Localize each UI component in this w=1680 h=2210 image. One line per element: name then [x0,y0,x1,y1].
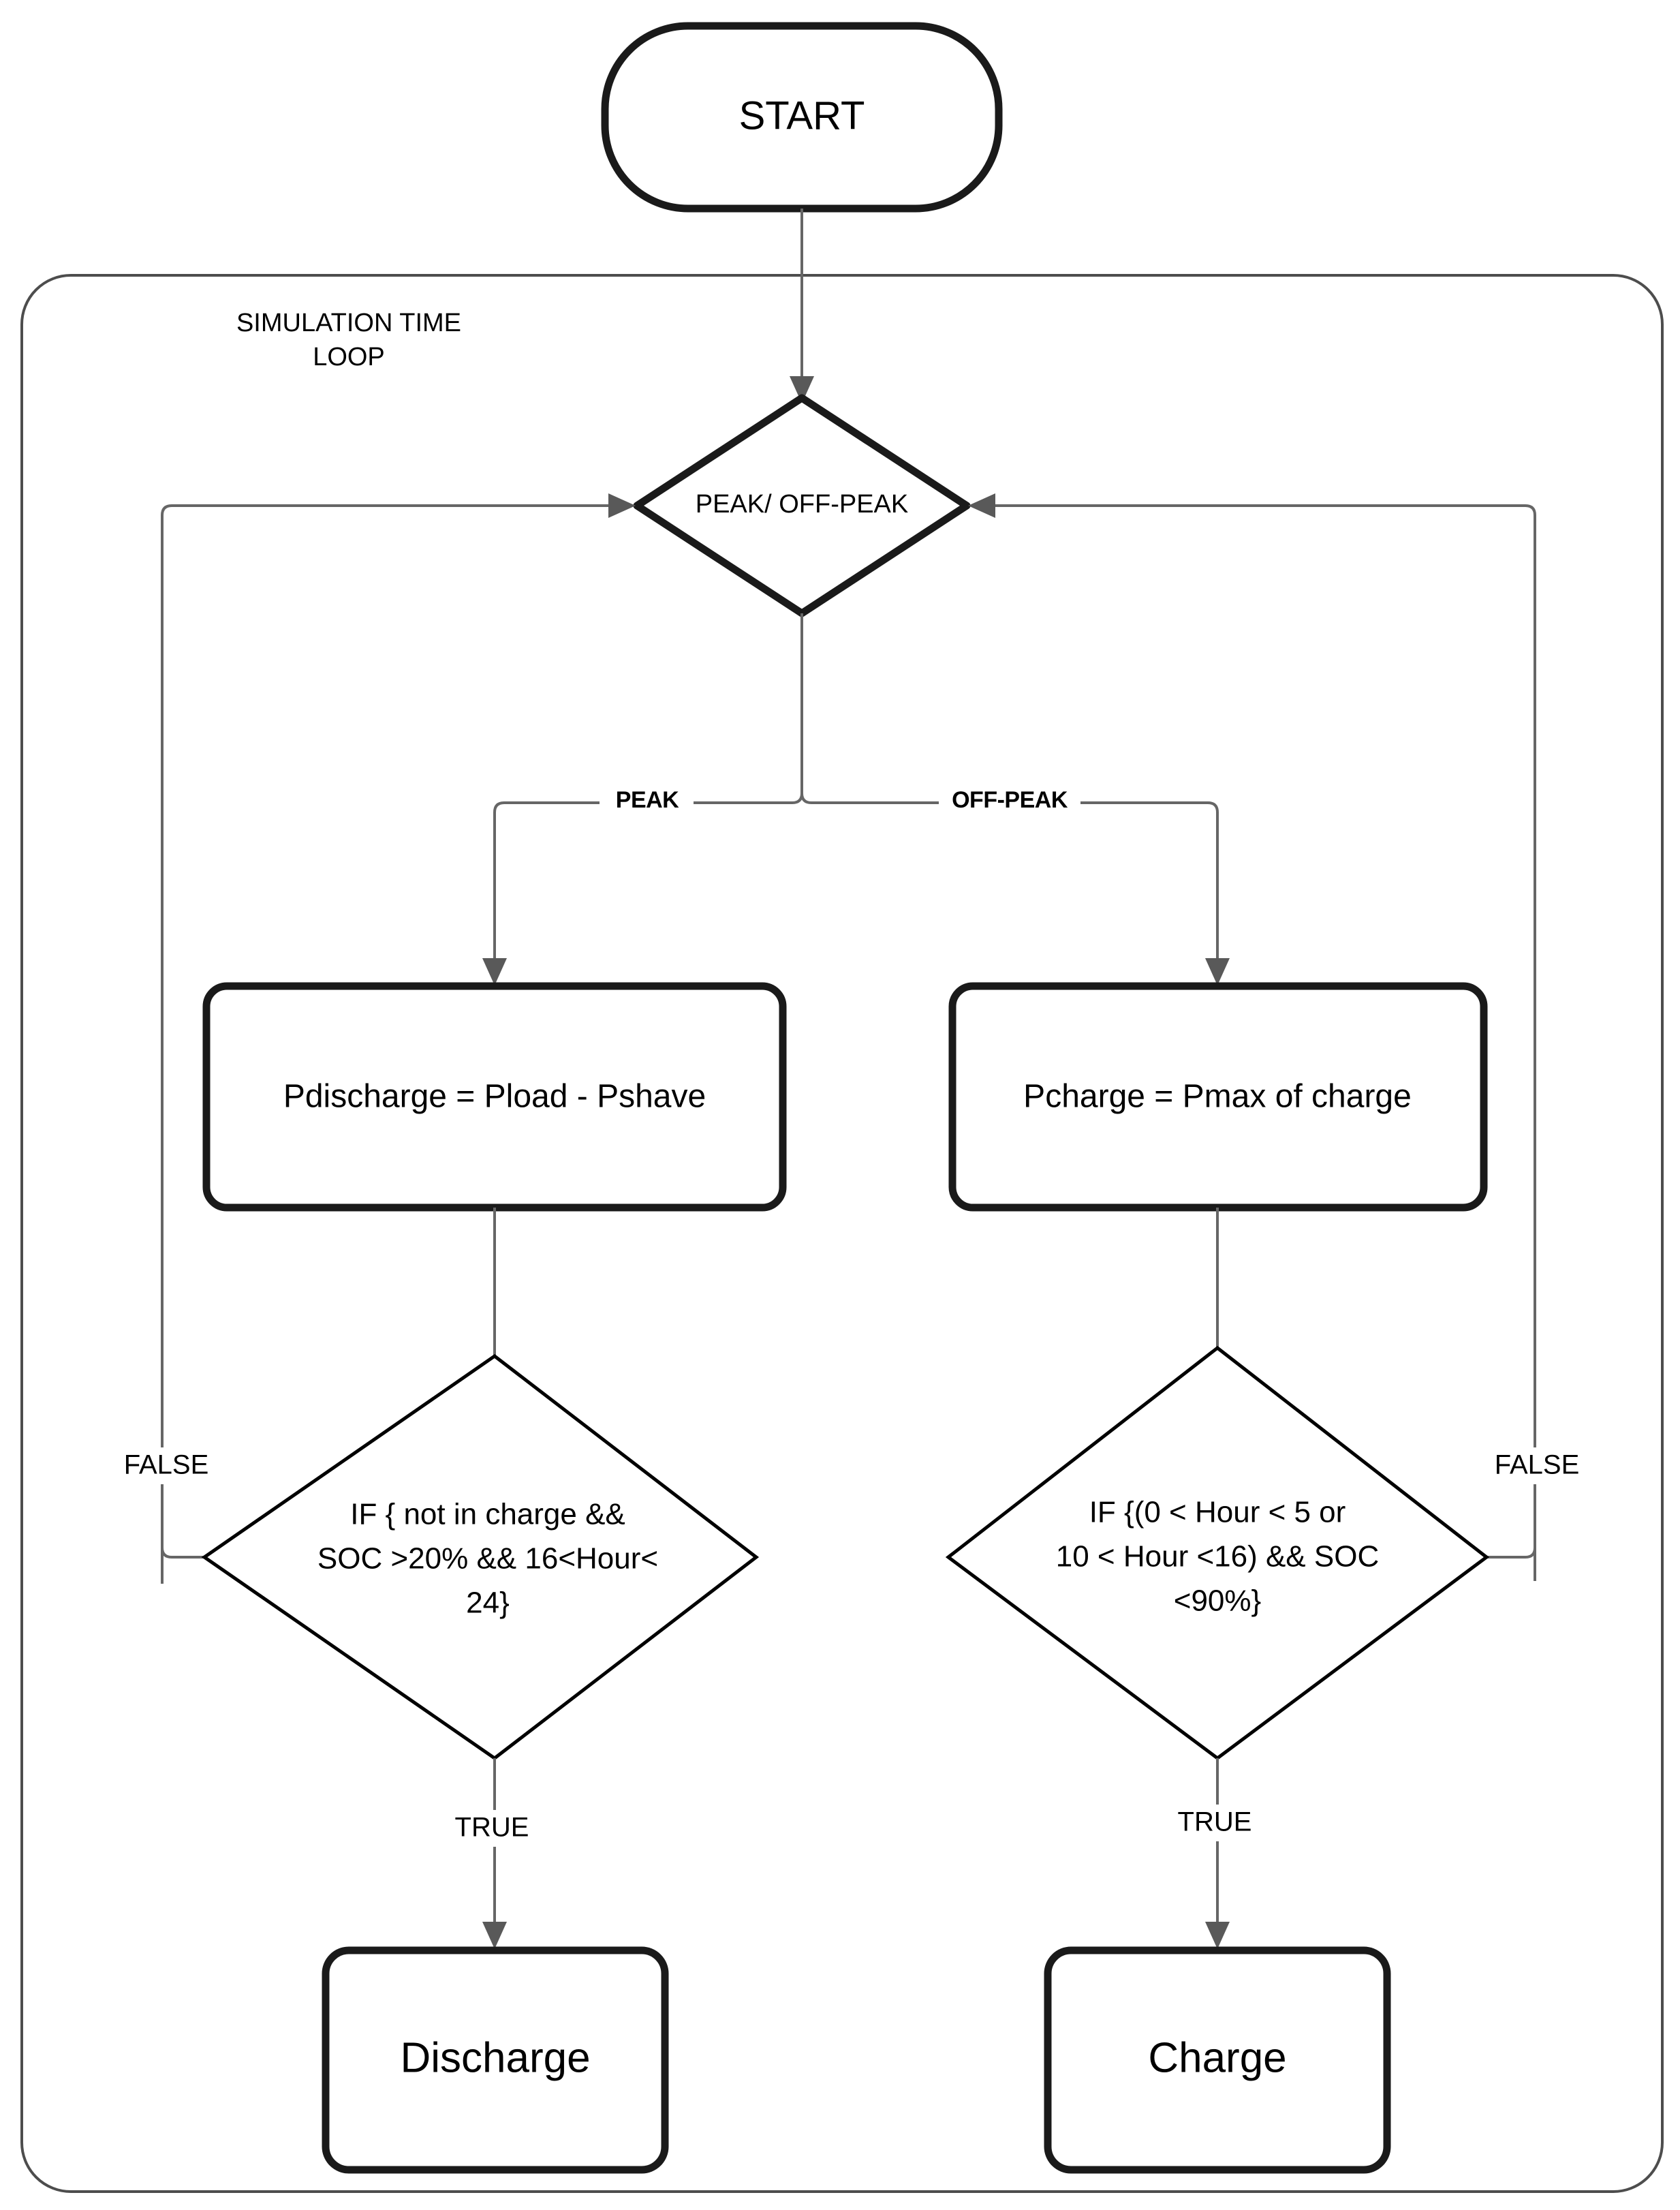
edge-label-false-left: FALSE [124,1450,209,1480]
process-charge-formula-label: Pcharge = Pmax of charge [1023,1079,1412,1115]
edge-false-right-exit [1487,1547,1536,1581]
peak-label-backing [600,785,694,816]
condition-charge-line3: <90%} [1174,1584,1261,1618]
false-left-label-backing [102,1447,237,1484]
loop-label-line1: SIMULATION TIME [236,309,461,337]
edge-label-true-right: TRUE [1178,1807,1252,1837]
false-right-label-backing [1473,1447,1608,1484]
edge-label-false-right: FALSE [1495,1450,1580,1480]
true-right-label-backing [1158,1805,1278,1841]
branch-label-offpeak: OFF-PEAK [952,787,1068,813]
arrowhead-false-left-loop [608,493,636,518]
simulation-loop-container [20,274,1664,2193]
edge-false-right-loop [995,504,1536,1561]
terminal-discharge[interactable] [322,1946,669,2174]
offpeak-label-backing [939,785,1080,816]
terminal-charge-label: Charge [1148,2034,1286,2081]
edge-label-true-left: TRUE [455,1813,529,1843]
edge-false-left-exit [161,1547,204,1584]
arrowhead-start-to-decision [790,376,814,403]
start-node-label: START [739,93,865,138]
condition-charge-line1: IF {(0 < Hour < 5 or [1089,1496,1346,1529]
branch-label-peak: PEAK [616,787,679,813]
condition-discharge-line2: SOC >20% && 16<Hour< [317,1542,658,1576]
process-discharge-formula-label: Pdischarge = Pload - Pshave [283,1079,706,1115]
condition-discharge-line1: IF { not in charge && [350,1498,625,1531]
arrowhead-offpeak-branch [1205,958,1230,985]
terminal-discharge-label: Discharge [400,2034,590,2081]
terminal-charge[interactable] [1044,1946,1391,2174]
peak-offpeak-decision-label: PEAK/ OFF-PEAK [696,490,909,519]
condition-charge-line2: 10 < Hour <16) && SOC [1056,1540,1379,1574]
arrowhead-true-left [482,1922,507,1949]
arrowhead-true-right [1205,1922,1230,1949]
edge-false-left-loop [161,504,608,1584]
arrowhead-peak-branch [482,958,507,985]
true-left-label-backing [436,1810,556,1847]
loop-label-line2: LOOP [313,343,385,371]
condition-discharge-line3: 24} [466,1586,510,1620]
arrowhead-false-right-loop [968,493,995,518]
